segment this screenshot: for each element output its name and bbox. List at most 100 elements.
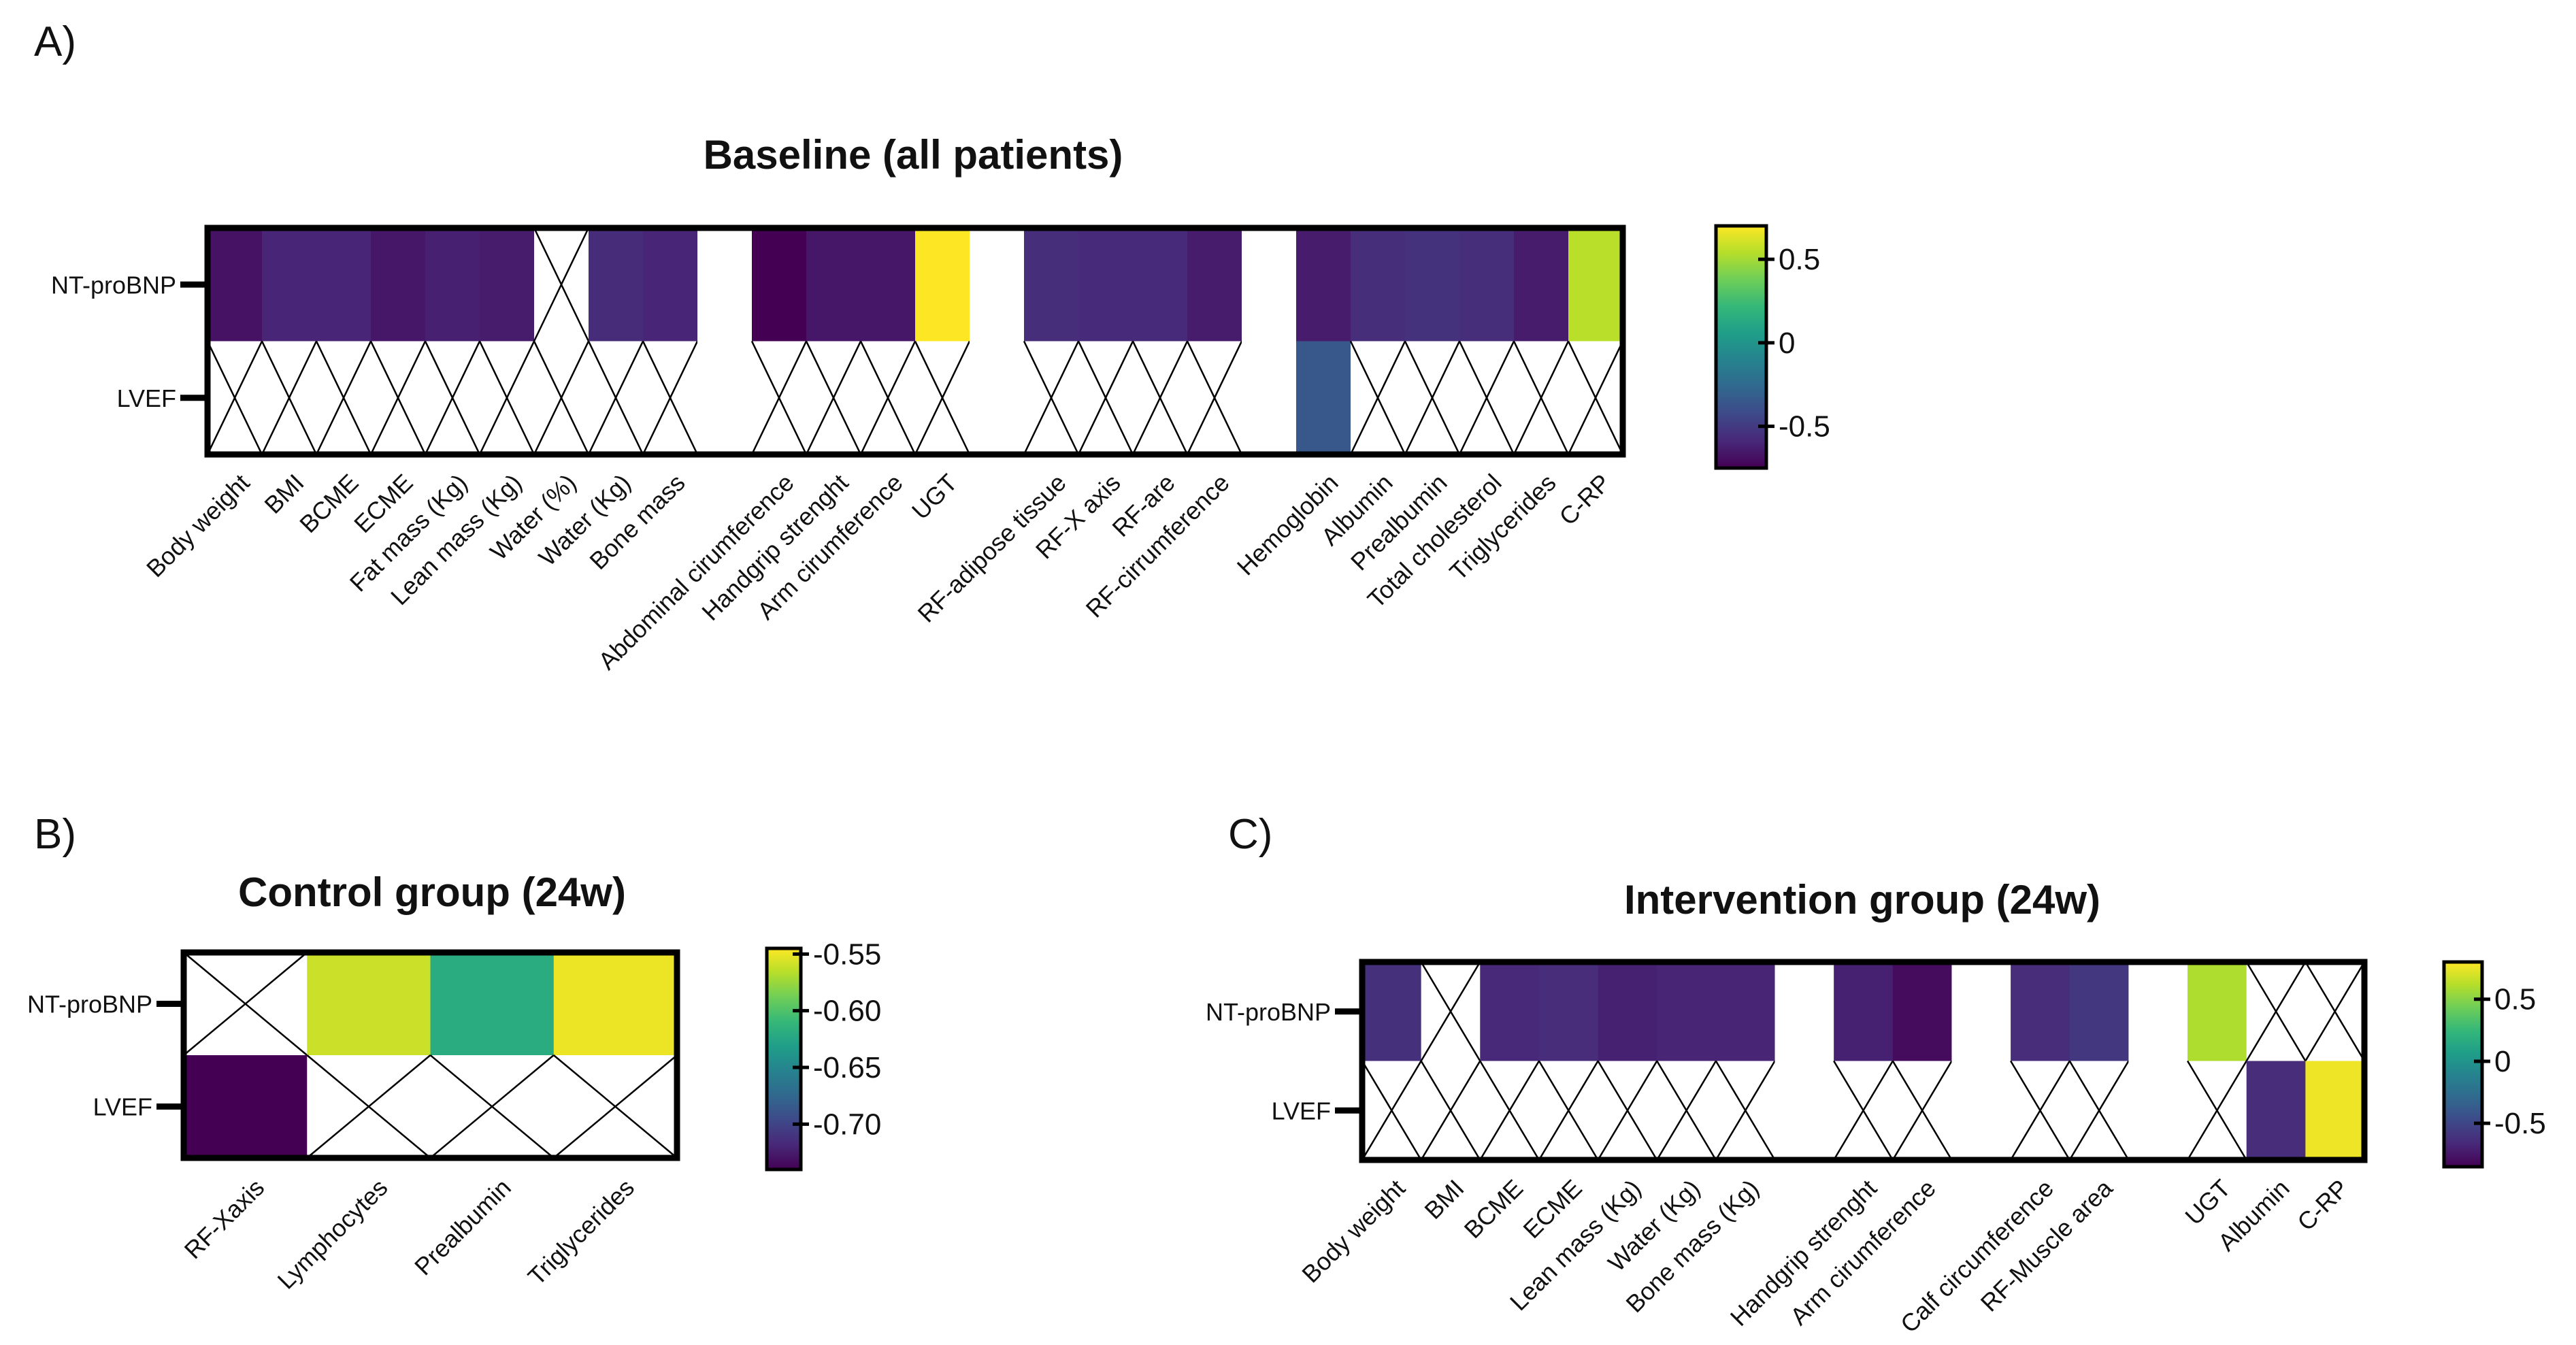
- heatmap-cell: [1187, 228, 1242, 342]
- cross-line: [1567, 340, 1624, 455]
- cross-line: [1404, 340, 1461, 455]
- heatmap-cell: [1351, 228, 1406, 342]
- cross-line: [533, 227, 590, 342]
- column-label: Lymphocytes: [272, 1174, 393, 1295]
- heatmap-cell: [752, 228, 807, 342]
- cross-line: [1833, 1060, 1894, 1161]
- heatmap-cell: [1892, 962, 1953, 1061]
- column-label: BCME: [294, 469, 364, 539]
- heatmap-cells-b: [183, 952, 678, 1159]
- cross-line: [1458, 340, 1515, 455]
- heatmap-cell: [371, 228, 426, 342]
- panel-label-b: B): [34, 811, 76, 858]
- row-label: NT-proBNP: [27, 991, 152, 1018]
- cross-line: [1349, 340, 1406, 455]
- heatmap-cell: [1480, 962, 1540, 1061]
- heatmap-cell: [2069, 962, 2130, 1061]
- heatmap-cell: [915, 228, 970, 342]
- heatmap-cell: [425, 228, 480, 342]
- heatmap-cell: [1405, 228, 1460, 342]
- colorbar-tick-label: -0.65: [813, 1051, 881, 1084]
- gap-cell: [697, 228, 752, 342]
- gap-cell: [2128, 1061, 2188, 1160]
- column-label: BMI: [1419, 1174, 1469, 1225]
- colorbar-tick-label: -0.5: [1779, 410, 1830, 444]
- heatmap-cell: [1296, 228, 1351, 342]
- cross-line: [750, 340, 808, 455]
- cross-line: [369, 340, 427, 455]
- gap-cell: [1774, 1061, 1834, 1160]
- panel-c: C) Intervention group (24w) NT-proBNPLVE…: [1206, 811, 2546, 1338]
- heatmap-cell: [643, 228, 698, 342]
- cross-line: [478, 340, 535, 455]
- colorbar-tick-label: 0: [2494, 1045, 2511, 1078]
- cross-line: [183, 952, 308, 1056]
- panel-label-a: A): [34, 18, 76, 65]
- heatmap-cell: [1078, 228, 1134, 342]
- panel-label-c: C): [1228, 811, 1272, 858]
- heatmap-cell: [1296, 341, 1351, 454]
- gap-cell: [1242, 228, 1296, 342]
- row-label: LVEF: [117, 384, 176, 412]
- heatmap-cell: [1538, 962, 1599, 1061]
- chart-title-a: Baseline (all patients): [704, 132, 1123, 178]
- heatmap-cell: [2305, 1061, 2365, 1160]
- heatmap-cell: [1568, 228, 1623, 342]
- row-label: LVEF: [1272, 1097, 1331, 1125]
- colorbar-a: 0.50-0.5: [1714, 224, 1830, 470]
- cross-line: [1361, 1060, 1422, 1161]
- column-label: UGT: [906, 469, 963, 525]
- colorbar-tick-label: 0: [1779, 327, 1795, 360]
- heatmap-cell: [1133, 228, 1188, 342]
- cross-line: [2186, 1060, 2247, 1161]
- colorbar-gradient: [765, 946, 803, 1172]
- cross-line: [642, 340, 699, 455]
- heatmap-cell: [1024, 228, 1079, 342]
- cross-line: [1538, 1060, 1599, 1161]
- cross-line: [587, 340, 644, 455]
- heatmap-cells-c: [1361, 961, 2366, 1161]
- heatmap-frame-b: [180, 949, 680, 1161]
- column-label: RF-Xaxis: [179, 1174, 270, 1265]
- heatmap-cell: [2187, 962, 2247, 1061]
- cross-line: [1420, 1060, 1481, 1161]
- cross-line: [306, 1055, 431, 1159]
- column-label: BCME: [1459, 1174, 1529, 1244]
- cross-line: [429, 1055, 555, 1159]
- heatmap-cell: [262, 228, 317, 342]
- heatmap-cell: [2246, 1061, 2306, 1160]
- heatmap-cell: [1459, 228, 1515, 342]
- column-label: Body weight: [141, 469, 255, 583]
- heatmap-cell: [1514, 228, 1569, 342]
- heatmap-frame-a: [204, 225, 1626, 458]
- gap-cell: [697, 341, 752, 454]
- column-label: Prealbumin: [409, 1174, 516, 1281]
- heatmap-cell: [316, 228, 371, 342]
- heatmap-cell: [1598, 962, 1657, 1061]
- colorbar-tick-label: -0.70: [813, 1108, 881, 1141]
- heatmap-cell: [184, 1055, 308, 1158]
- colorbar-b: -0.55-0.60-0.65-0.70: [765, 937, 881, 1172]
- cross-line: [2068, 1060, 2130, 1161]
- cross-line: [2245, 961, 2307, 1062]
- cross-line: [1479, 1060, 1540, 1161]
- cross-line: [1132, 340, 1189, 455]
- heatmap-frame-c: [1359, 959, 2368, 1163]
- cross-line: [552, 1055, 678, 1159]
- cross-line: [1656, 1060, 1717, 1161]
- heatmap-cell: [861, 228, 916, 342]
- cross-line: [914, 340, 971, 455]
- heatmap-cell: [806, 228, 861, 342]
- row-label: LVEF: [93, 1093, 152, 1121]
- gap-cell: [1951, 962, 2011, 1061]
- cross-line: [1892, 1060, 1953, 1161]
- row-labels-b: NT-proBNP LVEF: [27, 991, 184, 1121]
- colorbar-gradient: [2442, 960, 2484, 1169]
- cross-line: [206, 340, 263, 455]
- colorbar-gradient: [1714, 224, 1768, 470]
- colorbar-tick-label: -0.5: [2494, 1107, 2546, 1140]
